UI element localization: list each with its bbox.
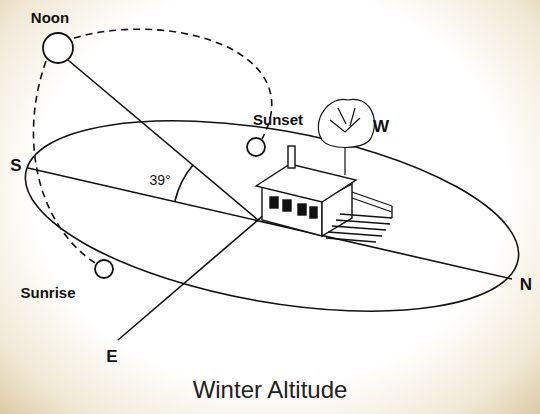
angle-label: 39°	[149, 173, 170, 187]
sun-path-morning	[33, 61, 95, 263]
compass-label: N	[520, 276, 532, 293]
caption: Winter Altitude	[193, 378, 348, 402]
sunset-sun	[247, 138, 265, 156]
compass-label: W	[373, 118, 389, 135]
sun-position-label: Sunset	[253, 112, 303, 127]
sun-position-label: Noon	[31, 10, 69, 25]
sun-path-afternoon	[74, 29, 272, 139]
sunrise-sun	[95, 260, 113, 278]
noon-sun-ray	[68, 60, 258, 220]
horizon-ellipse	[11, 88, 533, 344]
altitude-angle-arc	[175, 165, 193, 201]
compass-label: E	[106, 348, 117, 365]
east-west-axis	[118, 184, 300, 340]
compass-label: S	[10, 157, 21, 174]
noon-sun	[43, 33, 73, 63]
tree	[318, 99, 374, 175]
house	[256, 146, 392, 242]
sun-position-label: Sunrise	[20, 285, 75, 300]
